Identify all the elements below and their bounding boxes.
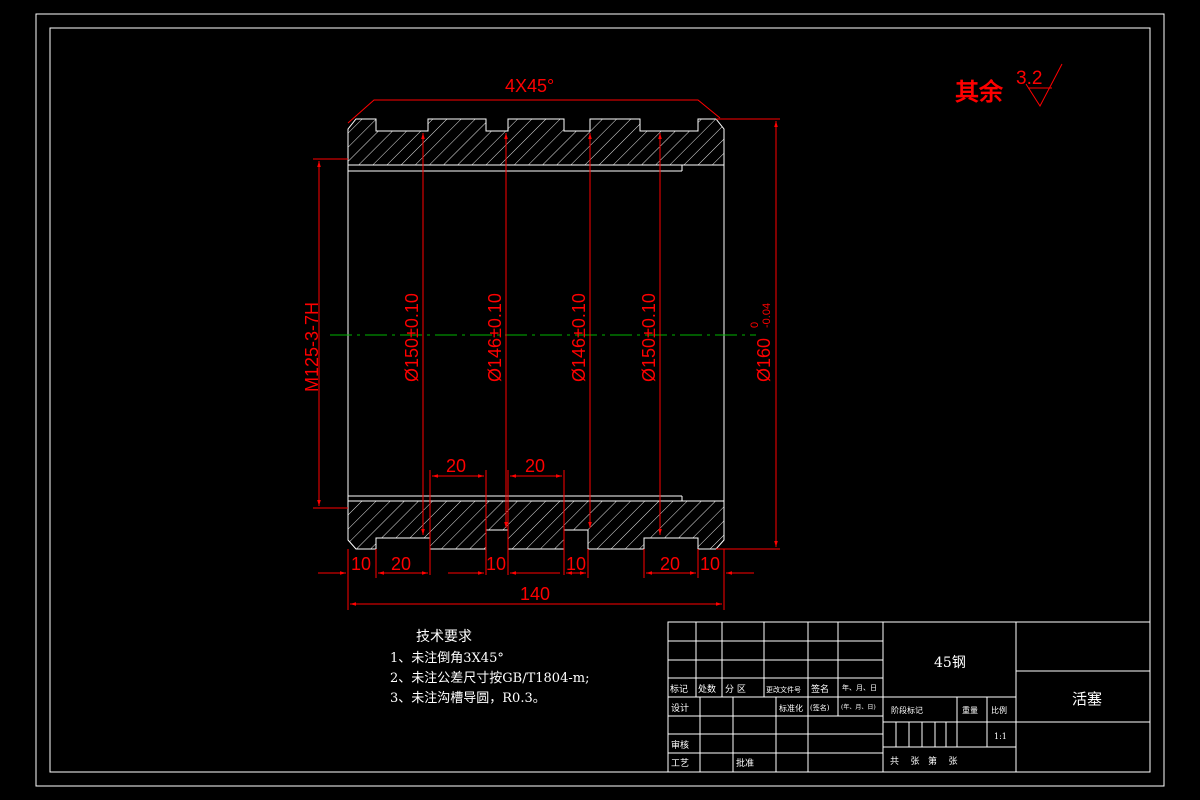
d160-lower-tol: -0.04 [761, 303, 773, 328]
b10-4-text: 10 [700, 554, 720, 574]
header-zone: 分 区 [725, 684, 746, 695]
header-count: 处数 [698, 683, 716, 695]
title-block [667, 621, 1151, 773]
d146-right-text: Ø146±0.10 [569, 293, 589, 382]
scale-label: 比例 [991, 705, 1007, 715]
roughness-symbol [1025, 63, 1063, 107]
standardize-label: 标准化 [779, 703, 803, 713]
b10-2-text: 10 [486, 554, 506, 574]
design-label: 设计 [671, 702, 689, 714]
d146-left-text: Ø146±0.10 [485, 293, 505, 382]
header-mark: 标记 [670, 683, 688, 695]
w20b-text: 20 [525, 456, 545, 476]
requirement-item: 3、未注沟槽导圆，R0.3。 [390, 691, 546, 706]
requirement-item: 2、未注公差尺寸按GB/T1804-m; [390, 671, 589, 686]
scale-value: 1:1 [994, 732, 1007, 741]
inner-border [49, 27, 1151, 773]
requirement-item: 1、未注倒角3X45° [390, 651, 504, 666]
bottom-wall [347, 500, 725, 550]
review-label: 审核 [671, 739, 689, 751]
bore-wall [347, 164, 725, 502]
d160-upper-tol: 0 [749, 322, 761, 328]
approve-label: 批准 [736, 757, 754, 769]
sheets-label: 共 张 第 张 [890, 755, 957, 767]
signature-label: (签名) [810, 703, 830, 712]
b10-3-text: 10 [566, 554, 586, 574]
total-text: 140 [520, 584, 550, 604]
weight-label: 重量 [962, 705, 978, 715]
header-change-doc: 更改文件号 [766, 685, 801, 694]
part-name: 活塞 [1072, 690, 1102, 708]
w20a-text: 20 [446, 456, 466, 476]
thread-text: M125-3-7H [302, 302, 322, 392]
chamfer-leader [347, 99, 721, 124]
chamfer-text: 4X45° [505, 76, 554, 96]
requirements-title: 技术要求 [416, 629, 472, 645]
date-sig-label: (年、月、日) [841, 703, 876, 711]
part-section [347, 118, 725, 550]
top-wall [347, 118, 725, 166]
dimension-lines [313, 99, 780, 610]
header-sign: 签名 [811, 683, 829, 695]
d150-left-text: Ø150±0.10 [402, 293, 422, 382]
outer-border [35, 13, 1165, 787]
b20-2-text: 20 [660, 554, 680, 574]
material-text: 45钢 [934, 655, 966, 671]
header-date: 年、月、日 [842, 683, 877, 692]
process-label: 工艺 [671, 758, 689, 769]
stage-mark-label: 阶段标记 [891, 705, 923, 715]
roughness-label: 其余 [955, 77, 1004, 106]
d160-text: Ø160 [754, 338, 774, 382]
roughness-value: 3.2 [1016, 68, 1042, 89]
b10-1-text: 10 [351, 554, 371, 574]
d150-right-text: Ø150±0.10 [639, 293, 659, 382]
b20-1-text: 20 [391, 554, 411, 574]
